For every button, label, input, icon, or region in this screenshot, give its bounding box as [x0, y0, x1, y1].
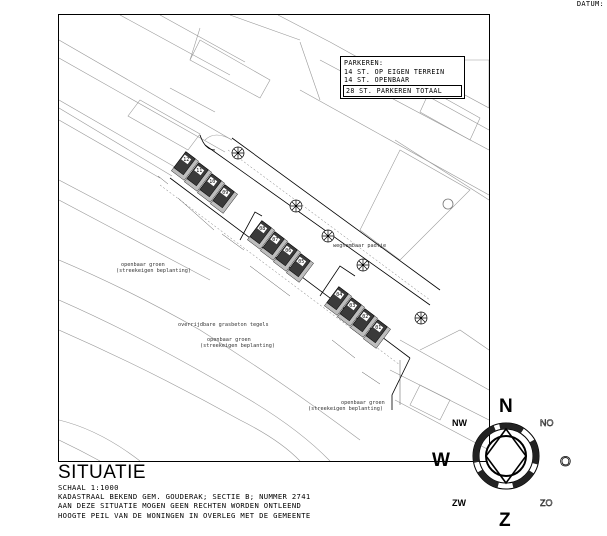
page-title: SITUATIE — [58, 462, 147, 483]
house-unit: 12 — [171, 151, 199, 181]
compass-no: NO — [540, 418, 554, 428]
house-number: 12 — [183, 157, 189, 163]
kadaster-text: KADASTRAAL BEKEND GEM. GOUDERAK; SECTIE … — [58, 492, 311, 502]
title-block: SITUATIE SCHAAL 1:1000 KADASTRAAL BEKEND… — [58, 463, 358, 520]
house-number: 01 — [375, 325, 381, 331]
parking-line-totaal: 28 ST. PARKEREN TOTAAL — [346, 86, 443, 95]
house-body — [199, 173, 222, 198]
roundabout-circle — [442, 198, 454, 210]
compass-zw: ZW — [452, 498, 466, 508]
label-groen-mid: openbaar groen — [207, 337, 251, 343]
house-number: 05 — [298, 259, 304, 265]
house-number: 11 — [196, 168, 202, 174]
parking-line-eigen: 14 ST. OP EIGEN TERREIN — [344, 67, 445, 76]
compass-n: N — [499, 396, 513, 417]
compass-zo: ZO — [540, 498, 553, 508]
house-number-box — [283, 245, 294, 256]
house-number: 07 — [272, 237, 278, 243]
house-body — [249, 220, 272, 245]
houses: 12 11 10 09 08 07 06 05 04 03 02 01 — [171, 151, 391, 349]
house-unit: 06 — [273, 242, 301, 272]
disclaimer-text: AAN DEZE SITUATIE MOGEN GEEN RECHTEN WOR… — [58, 501, 302, 511]
house-number-box — [373, 322, 384, 333]
label-groen-top-sub: (streekeigen beplanting) — [116, 268, 191, 274]
house-unit: 10 — [197, 173, 225, 203]
house-number: 03 — [349, 303, 355, 309]
compass-w: W — [432, 450, 450, 471]
house-number-box — [347, 300, 358, 311]
house-unit: 07 — [260, 231, 288, 261]
tree-icon — [356, 258, 370, 272]
tree-icon — [414, 311, 428, 325]
datum-label: DATUM: — [576, 0, 604, 8]
house-unit: 11 — [184, 162, 212, 192]
house-number-box — [220, 187, 231, 198]
house-body — [365, 319, 388, 344]
house-body — [173, 151, 196, 176]
house-number: 08 — [259, 226, 265, 232]
tree-icon — [289, 199, 303, 213]
house-number-box — [360, 311, 371, 322]
house-body — [275, 242, 298, 267]
house-unit: 01 — [363, 319, 391, 349]
label-groen-bottom: openbaar groen — [341, 400, 385, 406]
parking-line-openbaar: 14 ST. OPENBAAR — [344, 76, 410, 85]
house-number: 10 — [209, 179, 215, 185]
house-body — [212, 184, 235, 209]
house-body — [186, 162, 209, 187]
tree-icon — [231, 146, 245, 160]
house-number-box — [257, 223, 268, 234]
scale-text: SCHAAL 1:1000 — [58, 483, 119, 492]
label-groen-bottom-sub: (streekeigen beplanting) — [308, 406, 383, 412]
house-unit: 09 — [210, 184, 238, 214]
house-body — [352, 308, 375, 333]
house-unit: 02 — [350, 308, 378, 338]
trees — [231, 146, 428, 325]
compass-z: Z — [499, 510, 511, 531]
house-body — [288, 253, 311, 278]
label-tegels: overrijdbare grasbeton tegels — [178, 322, 269, 328]
house-number-box — [207, 176, 218, 187]
house-number: 04 — [336, 292, 342, 298]
parking-title: PARKEREN: — [344, 59, 384, 67]
house-number-box — [181, 154, 192, 165]
house-body — [339, 297, 362, 322]
house-body — [262, 231, 285, 256]
background-lines — [59, 15, 489, 461]
house-unit: 03 — [337, 297, 365, 327]
house-unit: 04 — [324, 286, 352, 316]
label-pad: wegnembaar padtje — [333, 243, 387, 249]
compass-rose-icon: N Z W O NW NO ZW ZO — [432, 396, 571, 531]
tree-icon — [321, 229, 335, 243]
dimension-lines — [157, 175, 401, 405]
peil-text: HOOGTE PEIL VAN DE WONINGEN IN OVERLEG M… — [58, 510, 311, 520]
house-number-box — [194, 165, 205, 176]
compass-nw: NW — [452, 418, 467, 428]
house-unit: 05 — [286, 253, 314, 283]
plan-frame — [58, 14, 490, 462]
label-groen-top: openbaar groen — [121, 262, 165, 268]
parking-legend: PARKEREN: 14 ST. OP EIGEN TERREIN 14 ST.… — [340, 56, 465, 99]
house-number-box — [334, 289, 345, 300]
compass-o: O — [560, 453, 571, 469]
house-number: 09 — [222, 190, 228, 196]
house-number-box — [270, 234, 281, 245]
house-unit: 08 — [247, 220, 275, 250]
house-number: 06 — [285, 248, 291, 254]
house-number-box — [296, 256, 307, 267]
house-body — [326, 286, 349, 311]
house-number: 02 — [362, 314, 368, 320]
label-groen-mid-sub: (streekeigen beplanting) — [200, 343, 275, 349]
